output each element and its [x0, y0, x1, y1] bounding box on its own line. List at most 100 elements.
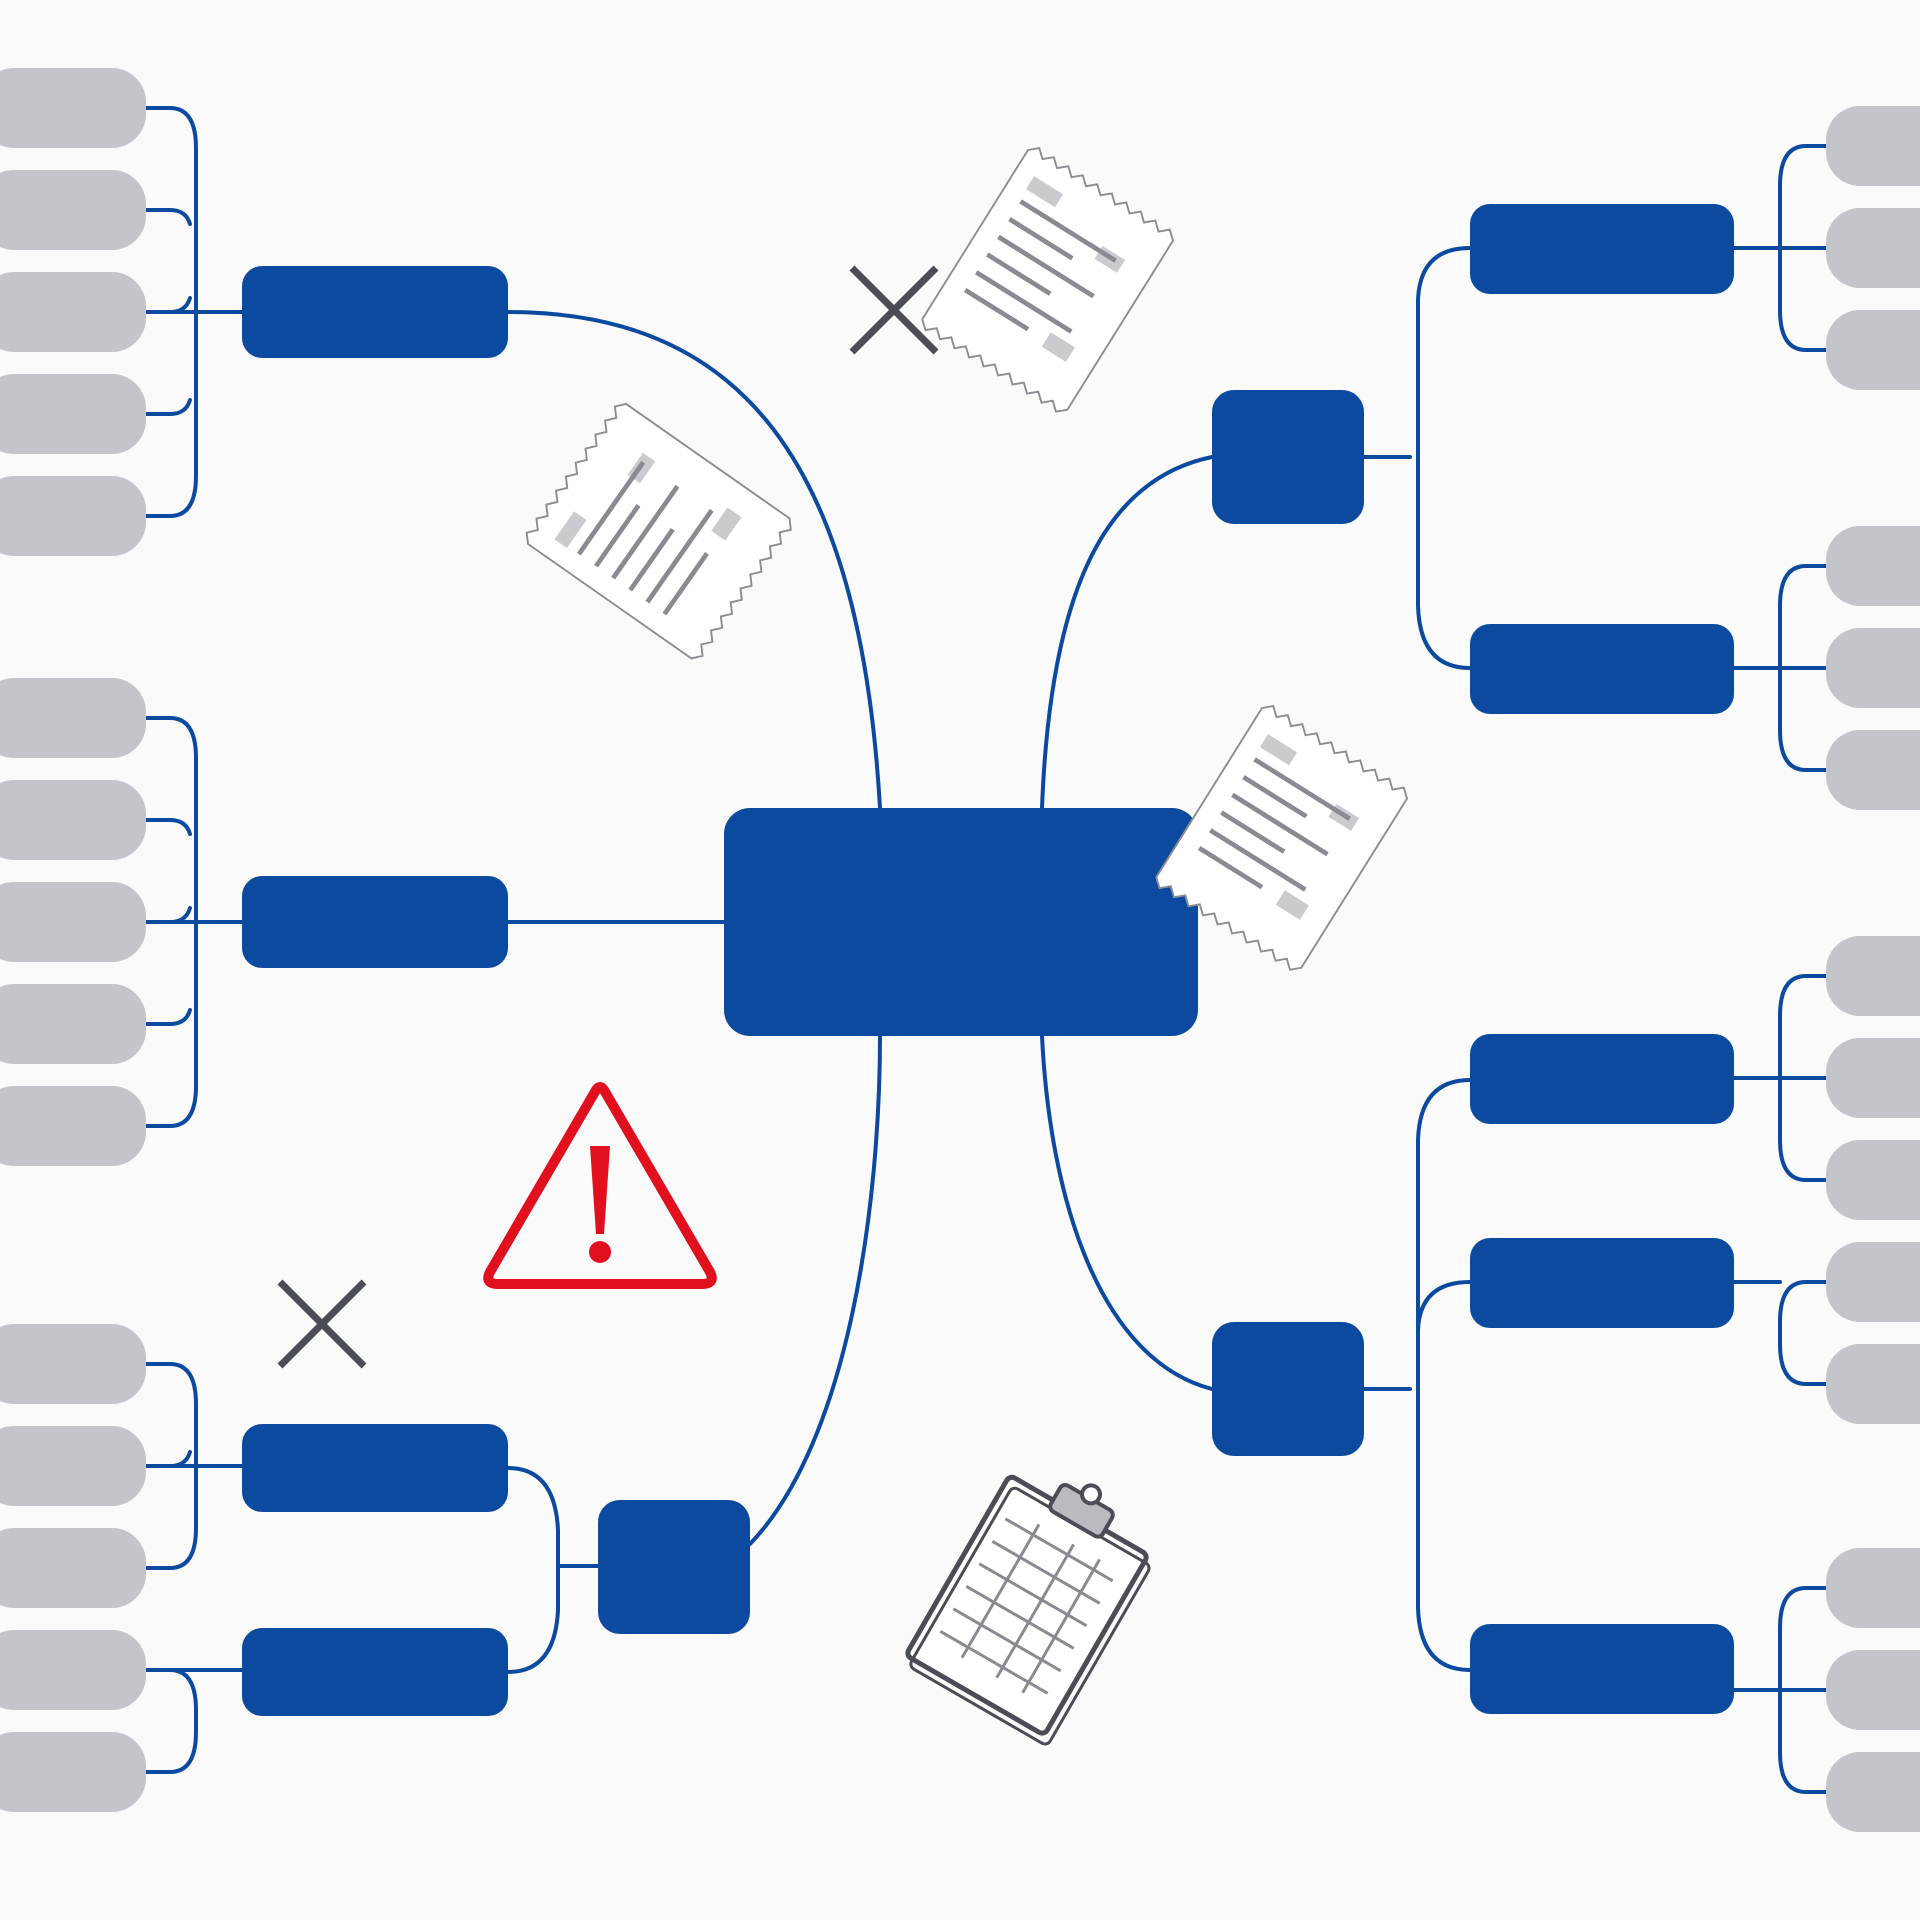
receipt-block — [554, 511, 587, 549]
decoration-layer — [277, 147, 1409, 1746]
root-node — [724, 808, 1198, 1036]
warning-triangle — [483, 1082, 717, 1289]
receipt-icon — [921, 147, 1175, 413]
leaf-connector — [144, 1008, 192, 1026]
cross-icon-stroke — [277, 1279, 367, 1369]
leaf-node — [0, 68, 146, 148]
receipt-paper — [921, 147, 1175, 413]
leaf-node — [1826, 1242, 1920, 1322]
receipt-line — [986, 252, 1052, 296]
leaf-node — [1826, 730, 1920, 810]
receipt-paper — [525, 402, 792, 660]
receipt-line — [1019, 199, 1117, 263]
receipt-block — [1259, 734, 1298, 766]
receipt-line — [594, 504, 641, 568]
branch-node — [1470, 204, 1734, 294]
receipt-line — [1253, 757, 1351, 821]
branch-connector — [1040, 455, 1214, 810]
leaf-connector — [144, 818, 192, 836]
leaf-node — [1826, 526, 1920, 606]
leaf-node — [0, 1324, 146, 1404]
receipt-line — [974, 270, 1073, 334]
receipt-line — [645, 508, 714, 604]
receipt-line — [1231, 792, 1329, 857]
hub-node — [598, 1500, 750, 1634]
branch-node — [242, 876, 508, 968]
leaf-node — [1826, 936, 1920, 1016]
leaf-node — [0, 170, 146, 250]
branch-node — [1470, 1238, 1734, 1328]
branch-node — [1470, 624, 1734, 714]
branch-connector — [1040, 1034, 1214, 1391]
receipt-line — [963, 287, 1030, 332]
leaf-node — [1826, 1650, 1920, 1730]
receipt-block — [1041, 332, 1075, 362]
branch-connector — [506, 310, 882, 810]
receipt-line — [611, 484, 680, 580]
receipt-line — [1008, 217, 1074, 261]
hub-node — [1212, 1322, 1364, 1456]
cross-icon — [849, 265, 939, 355]
connector-layer — [144, 106, 1828, 1794]
receipt-line — [662, 552, 709, 616]
leaf-node — [0, 1086, 146, 1166]
leaf-node — [1826, 1344, 1920, 1424]
receipt-block — [1275, 890, 1309, 920]
branch-connector — [506, 1466, 600, 1568]
clipboard-col-line — [1021, 1558, 1101, 1694]
clipboard-icon — [905, 1474, 1151, 1746]
leaf-node — [1826, 1548, 1920, 1628]
receipt-line — [997, 234, 1095, 299]
branch-connector — [1416, 1280, 1472, 1332]
leaf-connector — [144, 1450, 192, 1468]
branch-node — [242, 266, 508, 358]
branch-node — [1470, 1624, 1734, 1714]
receipt-line — [1242, 775, 1308, 819]
leaf-connector — [144, 906, 192, 924]
cross-icon — [277, 1279, 367, 1369]
hub-node — [1212, 390, 1364, 524]
warning-exclamation-dot — [589, 1241, 611, 1263]
leaf-connector — [144, 398, 192, 416]
node-layer — [0, 68, 1920, 1832]
leaf-node — [0, 272, 146, 352]
leaf-node — [0, 984, 146, 1064]
branch-connector — [1416, 1078, 1472, 1672]
warning-exclamation-bar — [590, 1146, 610, 1234]
leaf-connector — [144, 208, 192, 226]
leaf-node — [1826, 1038, 1920, 1118]
leaf-node — [0, 476, 146, 556]
branch-node — [242, 1628, 508, 1716]
leaf-node — [1826, 1140, 1920, 1220]
cross-icon-stroke — [849, 265, 939, 355]
receipt-line — [576, 460, 646, 556]
branch-connector — [748, 1034, 882, 1546]
leaf-node — [0, 1426, 146, 1506]
warning-icon — [483, 1082, 717, 1289]
leaf-node — [1826, 1752, 1920, 1832]
receipt-icon — [1155, 705, 1409, 971]
receipt-line — [1197, 845, 1264, 890]
receipt-block — [711, 507, 742, 541]
leaf-node — [0, 1732, 146, 1812]
leaf-node — [0, 1528, 146, 1608]
leaf-node — [1826, 628, 1920, 708]
leaf-node — [0, 374, 146, 454]
receipt-paper — [1155, 705, 1409, 971]
leaf-node — [1826, 310, 1920, 390]
clipboard-col-line — [995, 1543, 1075, 1679]
leaf-node — [0, 1630, 146, 1710]
clipboard-col-line — [960, 1523, 1041, 1659]
branch-connector — [506, 1564, 560, 1674]
clipboard-clip-ring — [1080, 1483, 1102, 1506]
leaf-bracket — [144, 1668, 198, 1774]
leaf-connector — [144, 296, 192, 314]
receipt-line — [1220, 810, 1286, 854]
receipt-line — [628, 528, 675, 592]
leaf-node — [0, 780, 146, 860]
leaf-node — [1826, 208, 1920, 288]
leaf-node — [0, 678, 146, 758]
leaf-node — [1826, 106, 1920, 186]
receipt-icon — [525, 402, 792, 660]
